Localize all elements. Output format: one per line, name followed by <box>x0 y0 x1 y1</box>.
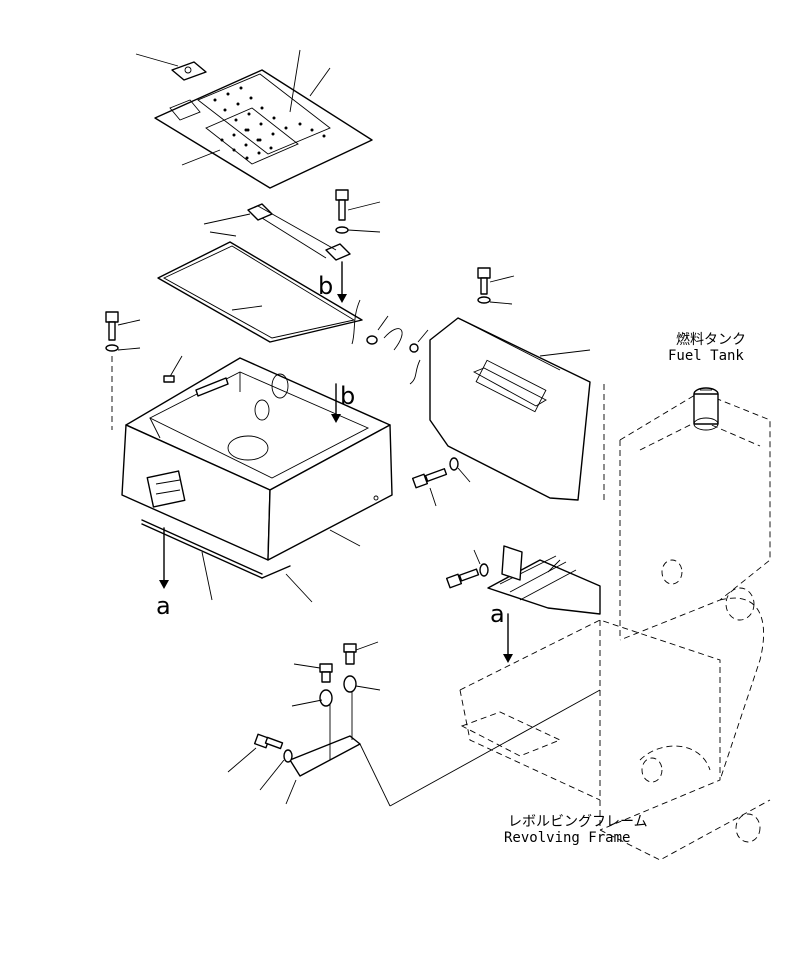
step-bracket <box>445 545 601 615</box>
rubber-strips <box>141 519 313 603</box>
lower-bracket <box>227 641 601 807</box>
battery-box <box>121 357 393 561</box>
gasket-seal <box>157 231 363 343</box>
small-bracket-plate <box>135 53 207 81</box>
marker-a-left: a <box>156 592 171 620</box>
fuel-tank-label-jp: 燃料タンク <box>676 331 746 348</box>
marker-b-mid: b <box>340 382 355 410</box>
bolt-left <box>105 311 183 589</box>
fuel-tank-cap <box>693 387 719 431</box>
frame-label-en: Revolving Frame <box>504 830 630 846</box>
marker-a-right: a <box>490 600 505 628</box>
bolt-top <box>335 189 381 303</box>
fuel-tank-label-en: Fuel Tank <box>668 348 744 364</box>
frame-label-jp: レボルビングフレーム <box>508 814 648 830</box>
bolt-cover <box>411 457 471 507</box>
side-cover <box>429 267 605 501</box>
hinge-brackets <box>203 203 351 261</box>
pin-clips <box>351 299 429 385</box>
revolving-frame <box>459 391 771 861</box>
marker-b-top: b <box>318 272 333 300</box>
top-cover-plate <box>154 49 373 189</box>
